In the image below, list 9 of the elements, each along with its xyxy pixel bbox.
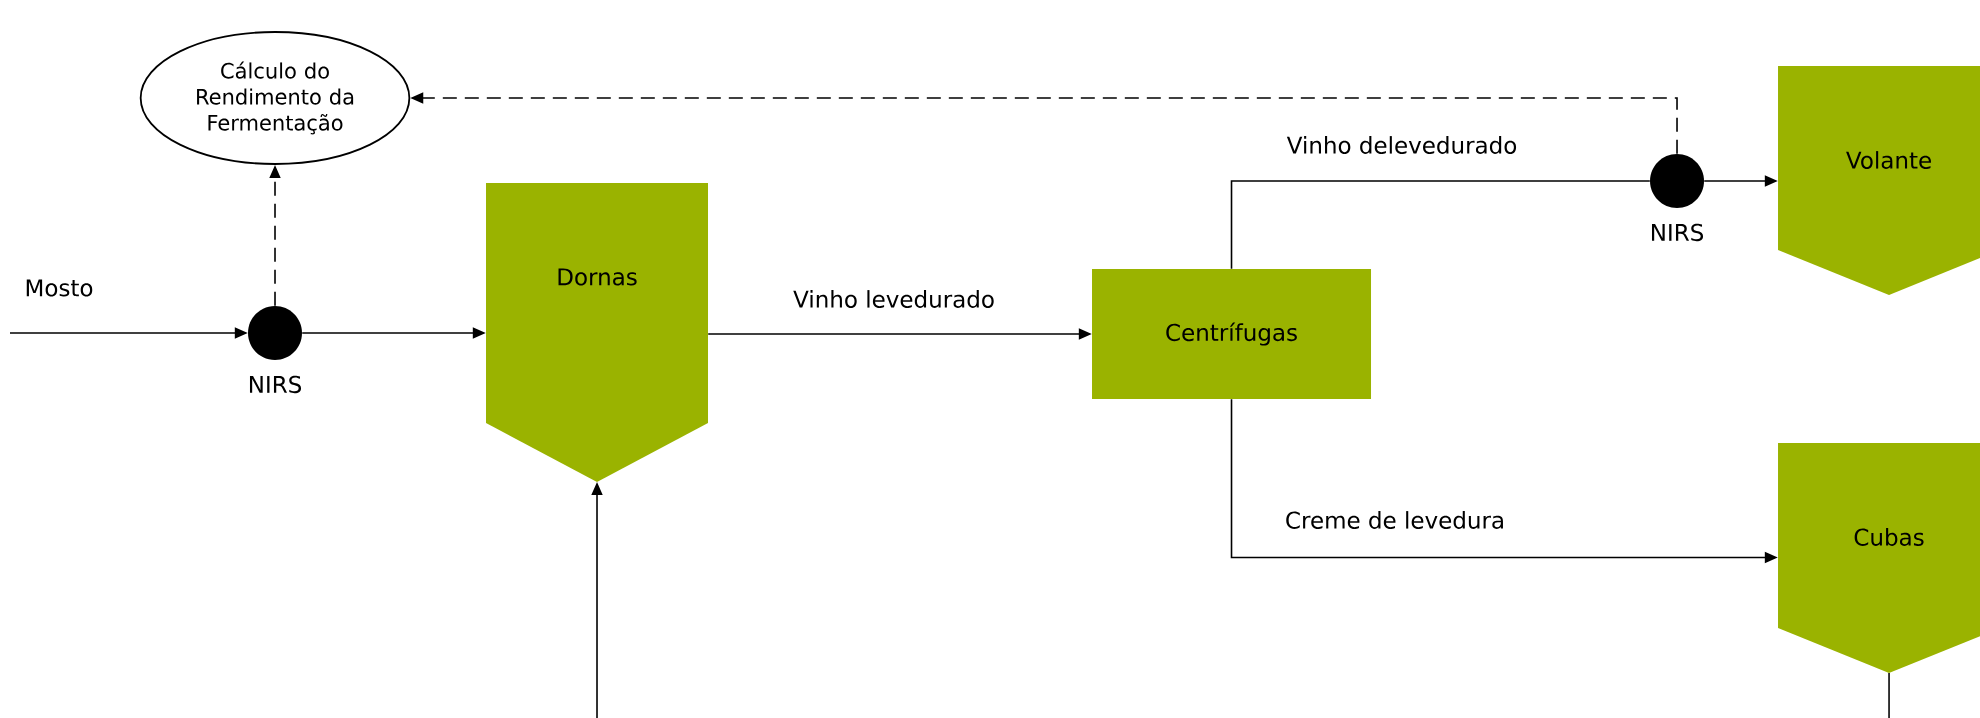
sensor-dot (248, 306, 302, 360)
sensor-label: NIRS (1652, 223, 1704, 242)
edge-label: Vinho delevedurado (1284, 134, 1520, 156)
edge-label: Vinho levedurado (791, 288, 997, 310)
edge-label: Creme de levedura (1282, 509, 1508, 531)
sensor-dot (1650, 154, 1704, 208)
centrifuge-box: Centrífugas (1092, 269, 1371, 399)
edge-label: Mosto (22, 277, 96, 299)
sensor-label: NIRS (250, 375, 302, 394)
